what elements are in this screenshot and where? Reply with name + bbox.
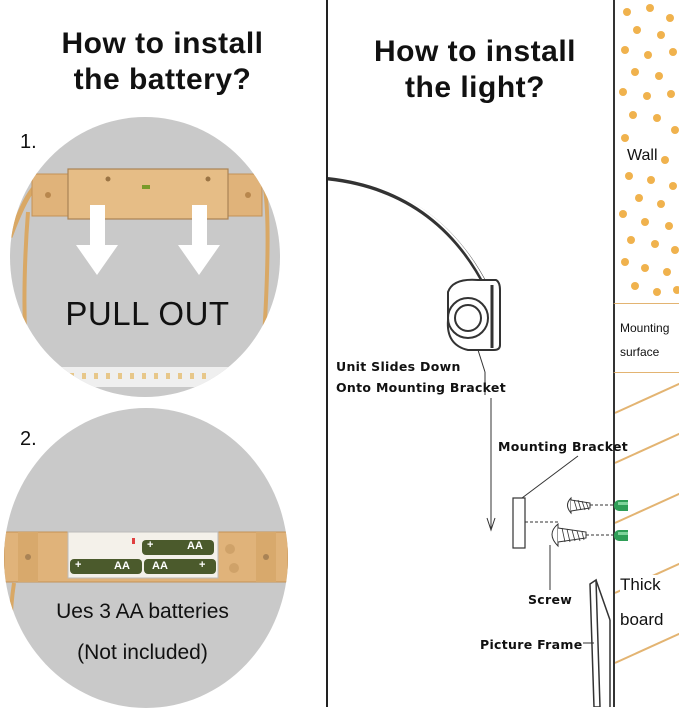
wall-dots: [619, 4, 679, 296]
battery-right-plus: +: [199, 559, 206, 571]
battery-right-label: AA: [152, 560, 168, 572]
pull-out-text: PULL OUT: [65, 295, 230, 332]
mounting-surface-label-1: Mounting: [620, 321, 670, 335]
mounting-surface-section: [613, 303, 679, 373]
light-fixture-diagram: [328, 175, 628, 707]
battery-top-label: AA: [187, 540, 203, 552]
screw-label: Screw: [528, 592, 573, 607]
uses-batteries-text: Ues 3 AA batteries: [56, 600, 229, 623]
not-included-text: (Not included): [77, 641, 208, 664]
panel-divider: [326, 0, 328, 707]
wall-label: Wall: [627, 147, 658, 165]
battery-title: How to install the battery?: [20, 26, 305, 98]
battery-left-label: AA: [114, 560, 130, 572]
light-title-line1: How to install: [374, 35, 576, 68]
mounting-bracket-label: Mounting Bracket: [498, 439, 629, 454]
battery-graphic: [4, 531, 288, 708]
pull-out-graphic: [10, 168, 280, 397]
step-1-number: 1.: [20, 131, 37, 153]
unit-slides-label-1: Unit Slides Down: [336, 359, 461, 374]
mounting-surface-label-2: surface: [620, 345, 660, 359]
picture-frame-label: Picture Frame: [480, 637, 583, 652]
thick-board-section: [613, 373, 679, 707]
unit-slides-label-2: Onto Mounting Bracket: [336, 380, 506, 395]
board-label: board: [620, 610, 664, 630]
battery-top-plus: +: [147, 539, 154, 551]
thick-label: Thick: [620, 575, 661, 595]
pull-out-illustration: [10, 117, 280, 397]
battery-left-plus: +: [75, 559, 82, 571]
battery-illustration: [4, 408, 288, 708]
light-title-line2: the light?: [405, 71, 545, 104]
battery-title-line2: the battery?: [73, 63, 252, 96]
light-title: How to install the light?: [345, 34, 605, 106]
battery-title-line1: How to install: [61, 27, 264, 60]
step-2-number: 2.: [20, 428, 37, 450]
